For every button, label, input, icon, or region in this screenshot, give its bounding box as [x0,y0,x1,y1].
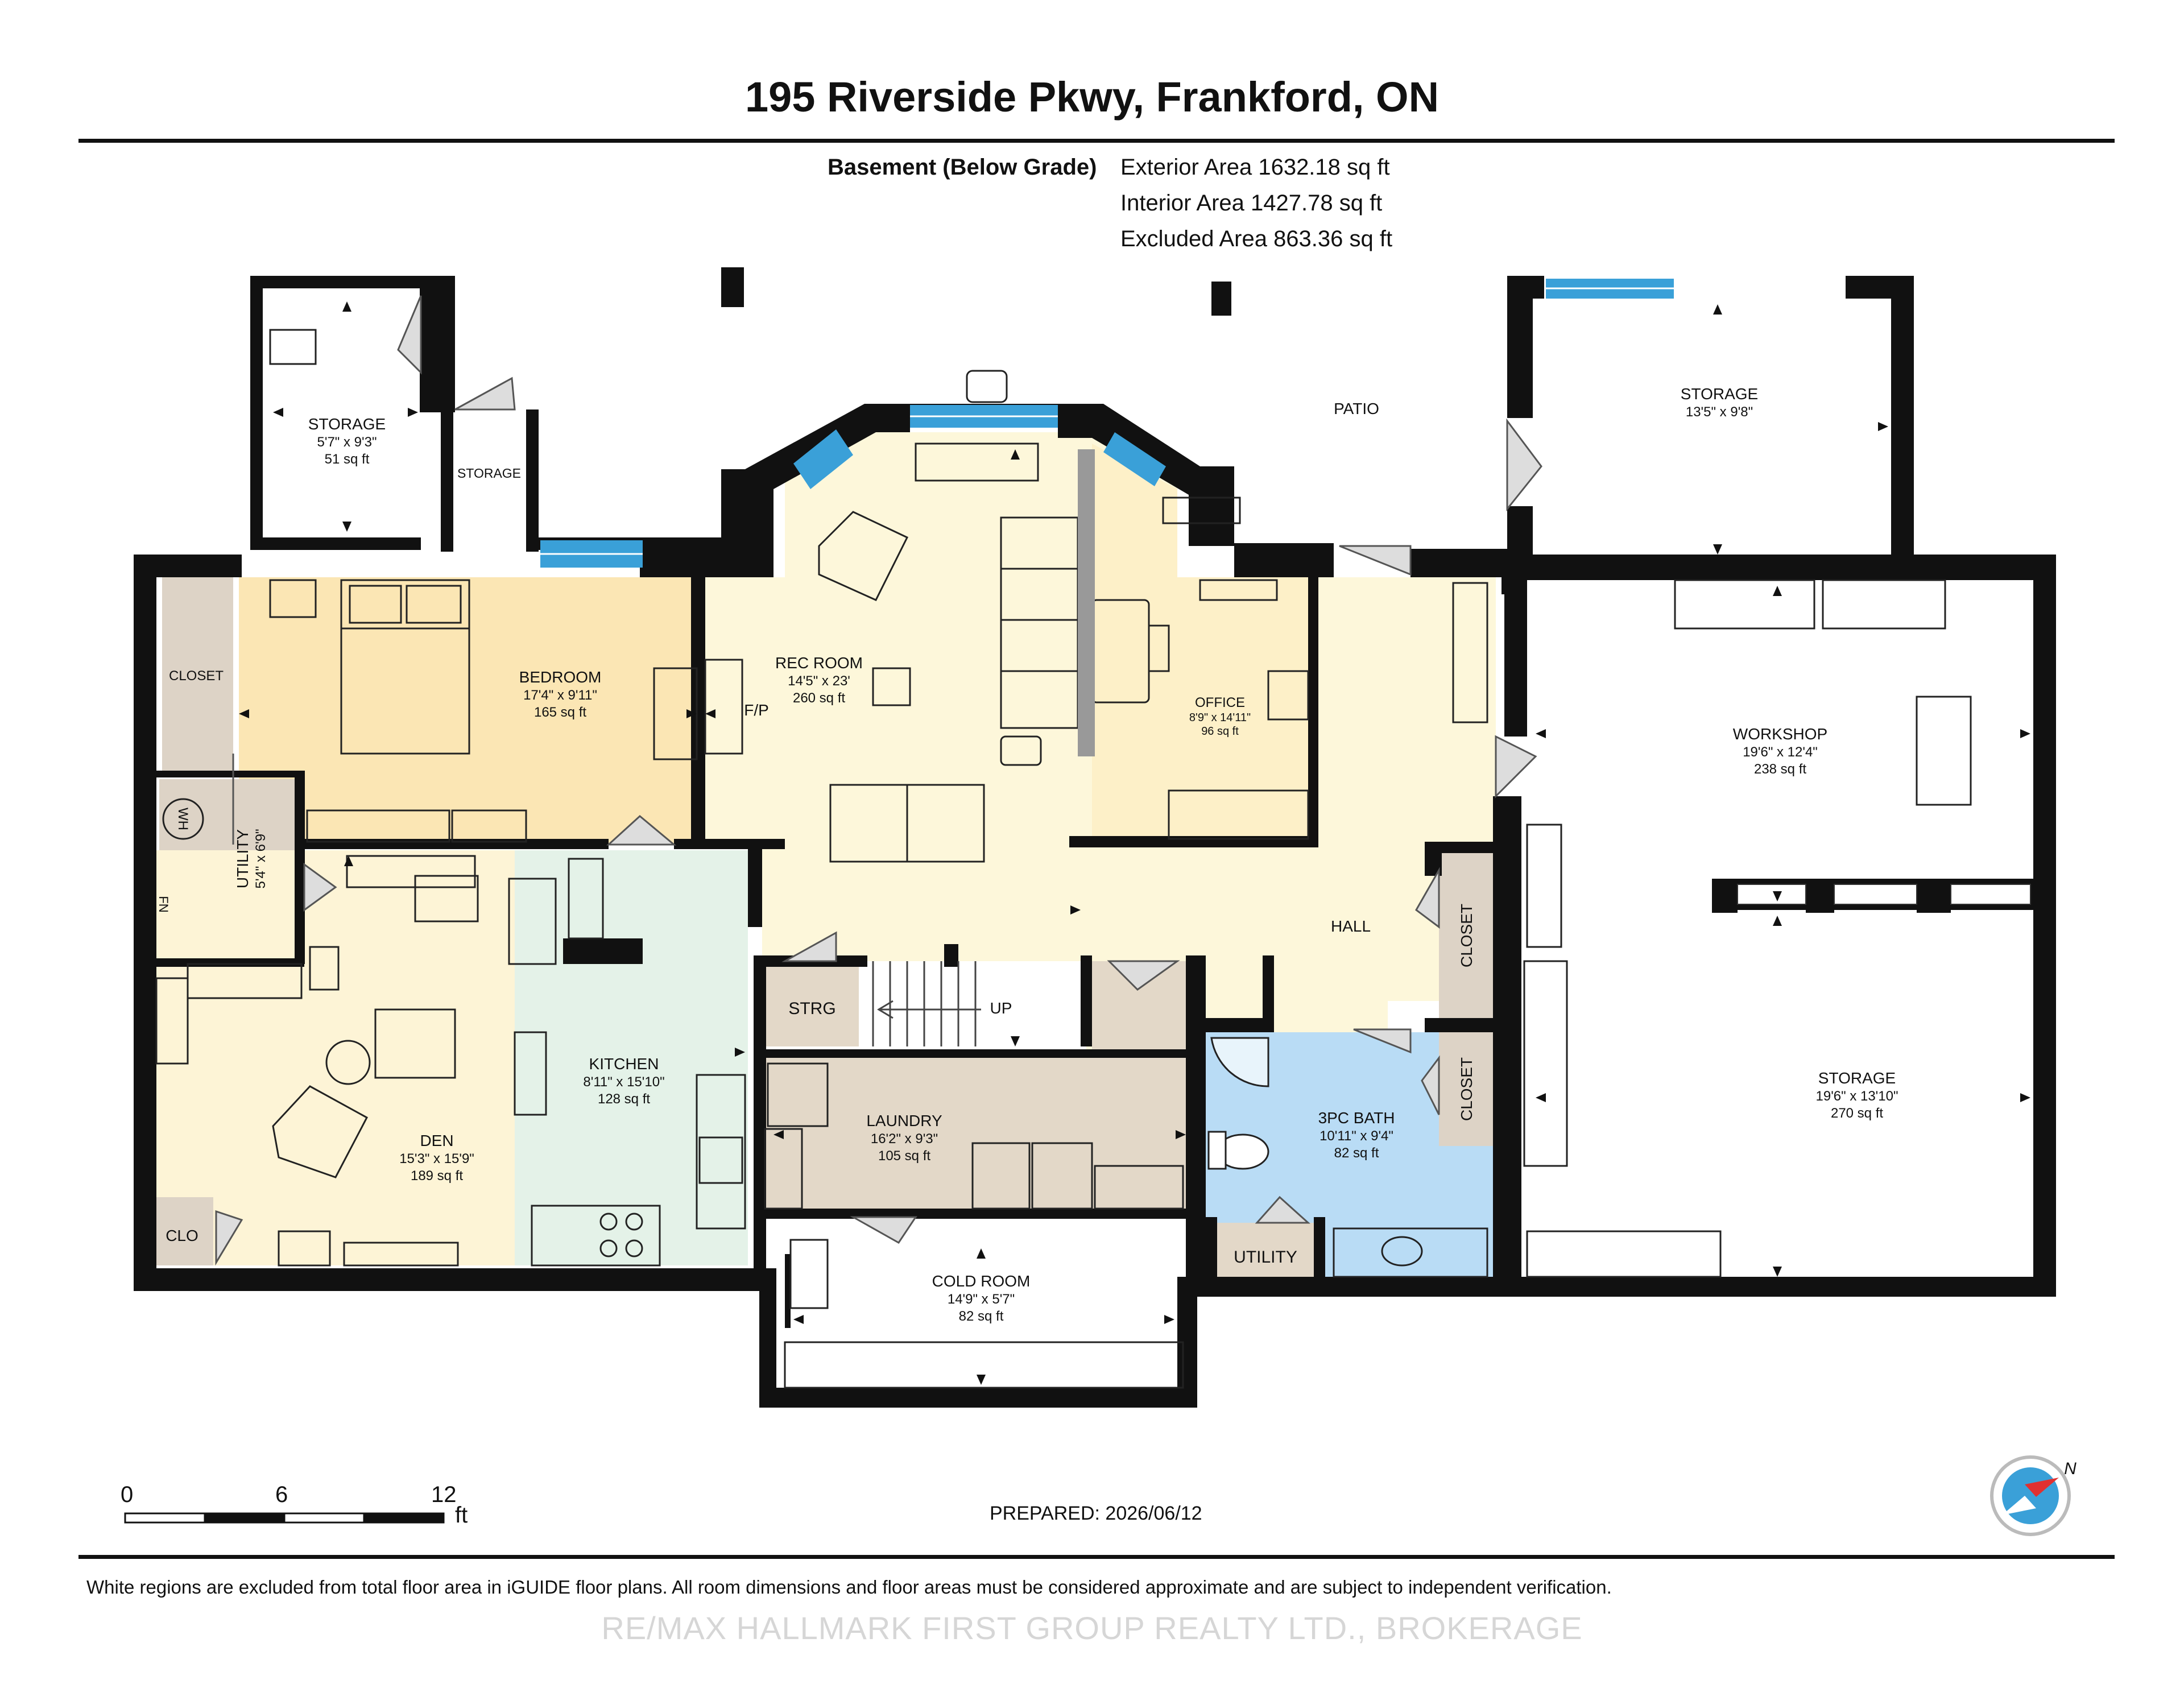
storage-ne-dims: 13'5" x 9'8" [1686,404,1753,420]
kitchen-name: KITCHEN [589,1055,659,1073]
fn-label: FN [156,896,171,912]
cold-room-area: 82 sq ft [959,1309,1004,1324]
closet-bath-fill [1439,1032,1493,1146]
kitchen-dims: 8'11" x 15'10" [583,1074,664,1090]
window-lines [540,287,1674,555]
room-fills [156,432,1496,1277]
scale-bar [124,1512,445,1524]
cold-room-dims: 14'9" x 5'7" [948,1292,1015,1307]
patio-name: PATIO [1334,400,1379,417]
utility-west-dims: 5'4" x 6'9" [253,829,268,889]
interior-area: Interior Area 1427.78 sq ft [1120,191,1383,216]
workshop-name: WORKSHOP [1733,725,1827,743]
stairs-fill [867,961,992,1046]
clo-fill [156,1197,213,1265]
storage-se-name: STORAGE [1818,1069,1896,1087]
office-fill [1092,444,1314,842]
workshop-fixtures [1712,879,1951,913]
utility-west-name: UTILITY [234,829,251,889]
closet-hall-name: CLOSET [1458,904,1475,967]
cold-room-name: COLD ROOM [932,1272,1031,1290]
water-heater-icon [162,798,204,840]
rec-room-dims: 14'5" x 23' [788,673,850,689]
page-title: 195 Riverside Pkwy, Frankford, ON [744,73,1440,121]
storage-nw-dims: 5'7" x 9'3" [317,435,377,450]
storage-small-name: STORAGE [457,466,521,481]
den-name: DEN [420,1132,453,1149]
closet-bedroom-fill [162,577,233,771]
bedroom-fill [239,577,694,845]
disclaimer: White regions are excluded from total fl… [86,1577,1612,1598]
prepared-date: PREPARED: 2026/06/12 [990,1503,1202,1524]
wh-label: WH [175,808,191,830]
bath-dims: 10'11" x 9'4" [1320,1128,1393,1144]
office-area: 96 sq ft [1201,725,1239,738]
header-rule [78,139,2115,143]
bedroom-area: 165 sq ft [534,705,586,720]
bedroom-dims: 17'4" x 9'11" [523,688,597,703]
den-dims: 15'3" x 15'9" [399,1151,474,1166]
stairs-up-label: UP [990,999,1012,1017]
laundry-area: 105 sq ft [878,1148,930,1164]
compass-north-label: N [2064,1459,2077,1478]
furniture [155,329,1972,1389]
strg-name: STRG [788,999,835,1018]
storage-se-dims: 19'6" x 13'10" [1816,1089,1898,1104]
hall-name: HALL [1331,917,1371,935]
scale-tick-0: 0 [121,1482,134,1507]
bath-area: 82 sq ft [1334,1145,1379,1161]
dimension-arrows [239,301,2030,1385]
strg-fill [762,961,859,1046]
workshop-shelves [1737,884,2031,905]
walls [134,267,2056,1408]
closet-hall-fill [1439,847,1493,1018]
utility-bath-name: UTILITY [1234,1248,1297,1267]
kitchen-fill [515,850,748,1265]
exterior-area: Exterior Area 1632.18 sq ft [1120,155,1390,180]
brokerage-watermark: RE/MAX HALLMARK FIRST GROUP REALTY LTD.,… [601,1610,1583,1646]
utility-bath-fill [1206,1223,1320,1277]
stairs [872,961,981,1046]
closet-bedroom-name: CLOSET [169,668,224,684]
workshop-dims: 19'6" x 12'4" [1743,744,1818,760]
storage-nw-area: 51 sq ft [325,452,370,467]
laundry-name: LAUNDRY [866,1112,942,1130]
laundry-fill [762,1058,1189,1211]
scale-tick-12: 12 [431,1482,457,1507]
bath-name: 3PC BATH [1318,1109,1395,1127]
fireplace-name: F/P [744,701,769,719]
compass-icon [1990,1455,2071,1536]
den-area: 189 sq ft [411,1168,463,1184]
storage-se-area: 270 sq ft [1831,1106,1883,1121]
rec-room-name: REC ROOM [775,654,863,672]
footer-rule [78,1555,2115,1559]
closet-bath-name: CLOSET [1458,1057,1475,1121]
doors [215,295,1542,1266]
laundry-dims: 16'2" x 9'3" [871,1131,938,1147]
office-name: OFFICE [1195,695,1245,710]
storage-nw-name: STORAGE [308,415,386,433]
kitchen-area: 128 sq ft [598,1091,650,1107]
office-dims: 8'9" x 14'11" [1189,711,1251,724]
clo-name: CLO [166,1227,198,1244]
excluded-area: Excluded Area 863.36 sq ft [1120,226,1393,251]
rec-room-area: 260 sq ft [793,690,845,706]
room-labels: STORAGE 5'7" x 9'3" 51 sq ft STORAGE PAT… [166,385,2077,1478]
storage-ne-name: STORAGE [1681,385,1758,403]
scale-tick-6: 6 [275,1482,288,1507]
workshop-area: 238 sq ft [1754,762,1806,777]
scale-unit: ft [455,1503,468,1528]
bedroom-name: BEDROOM [519,668,602,686]
level-label: Basement (Below Grade) [828,155,1097,180]
